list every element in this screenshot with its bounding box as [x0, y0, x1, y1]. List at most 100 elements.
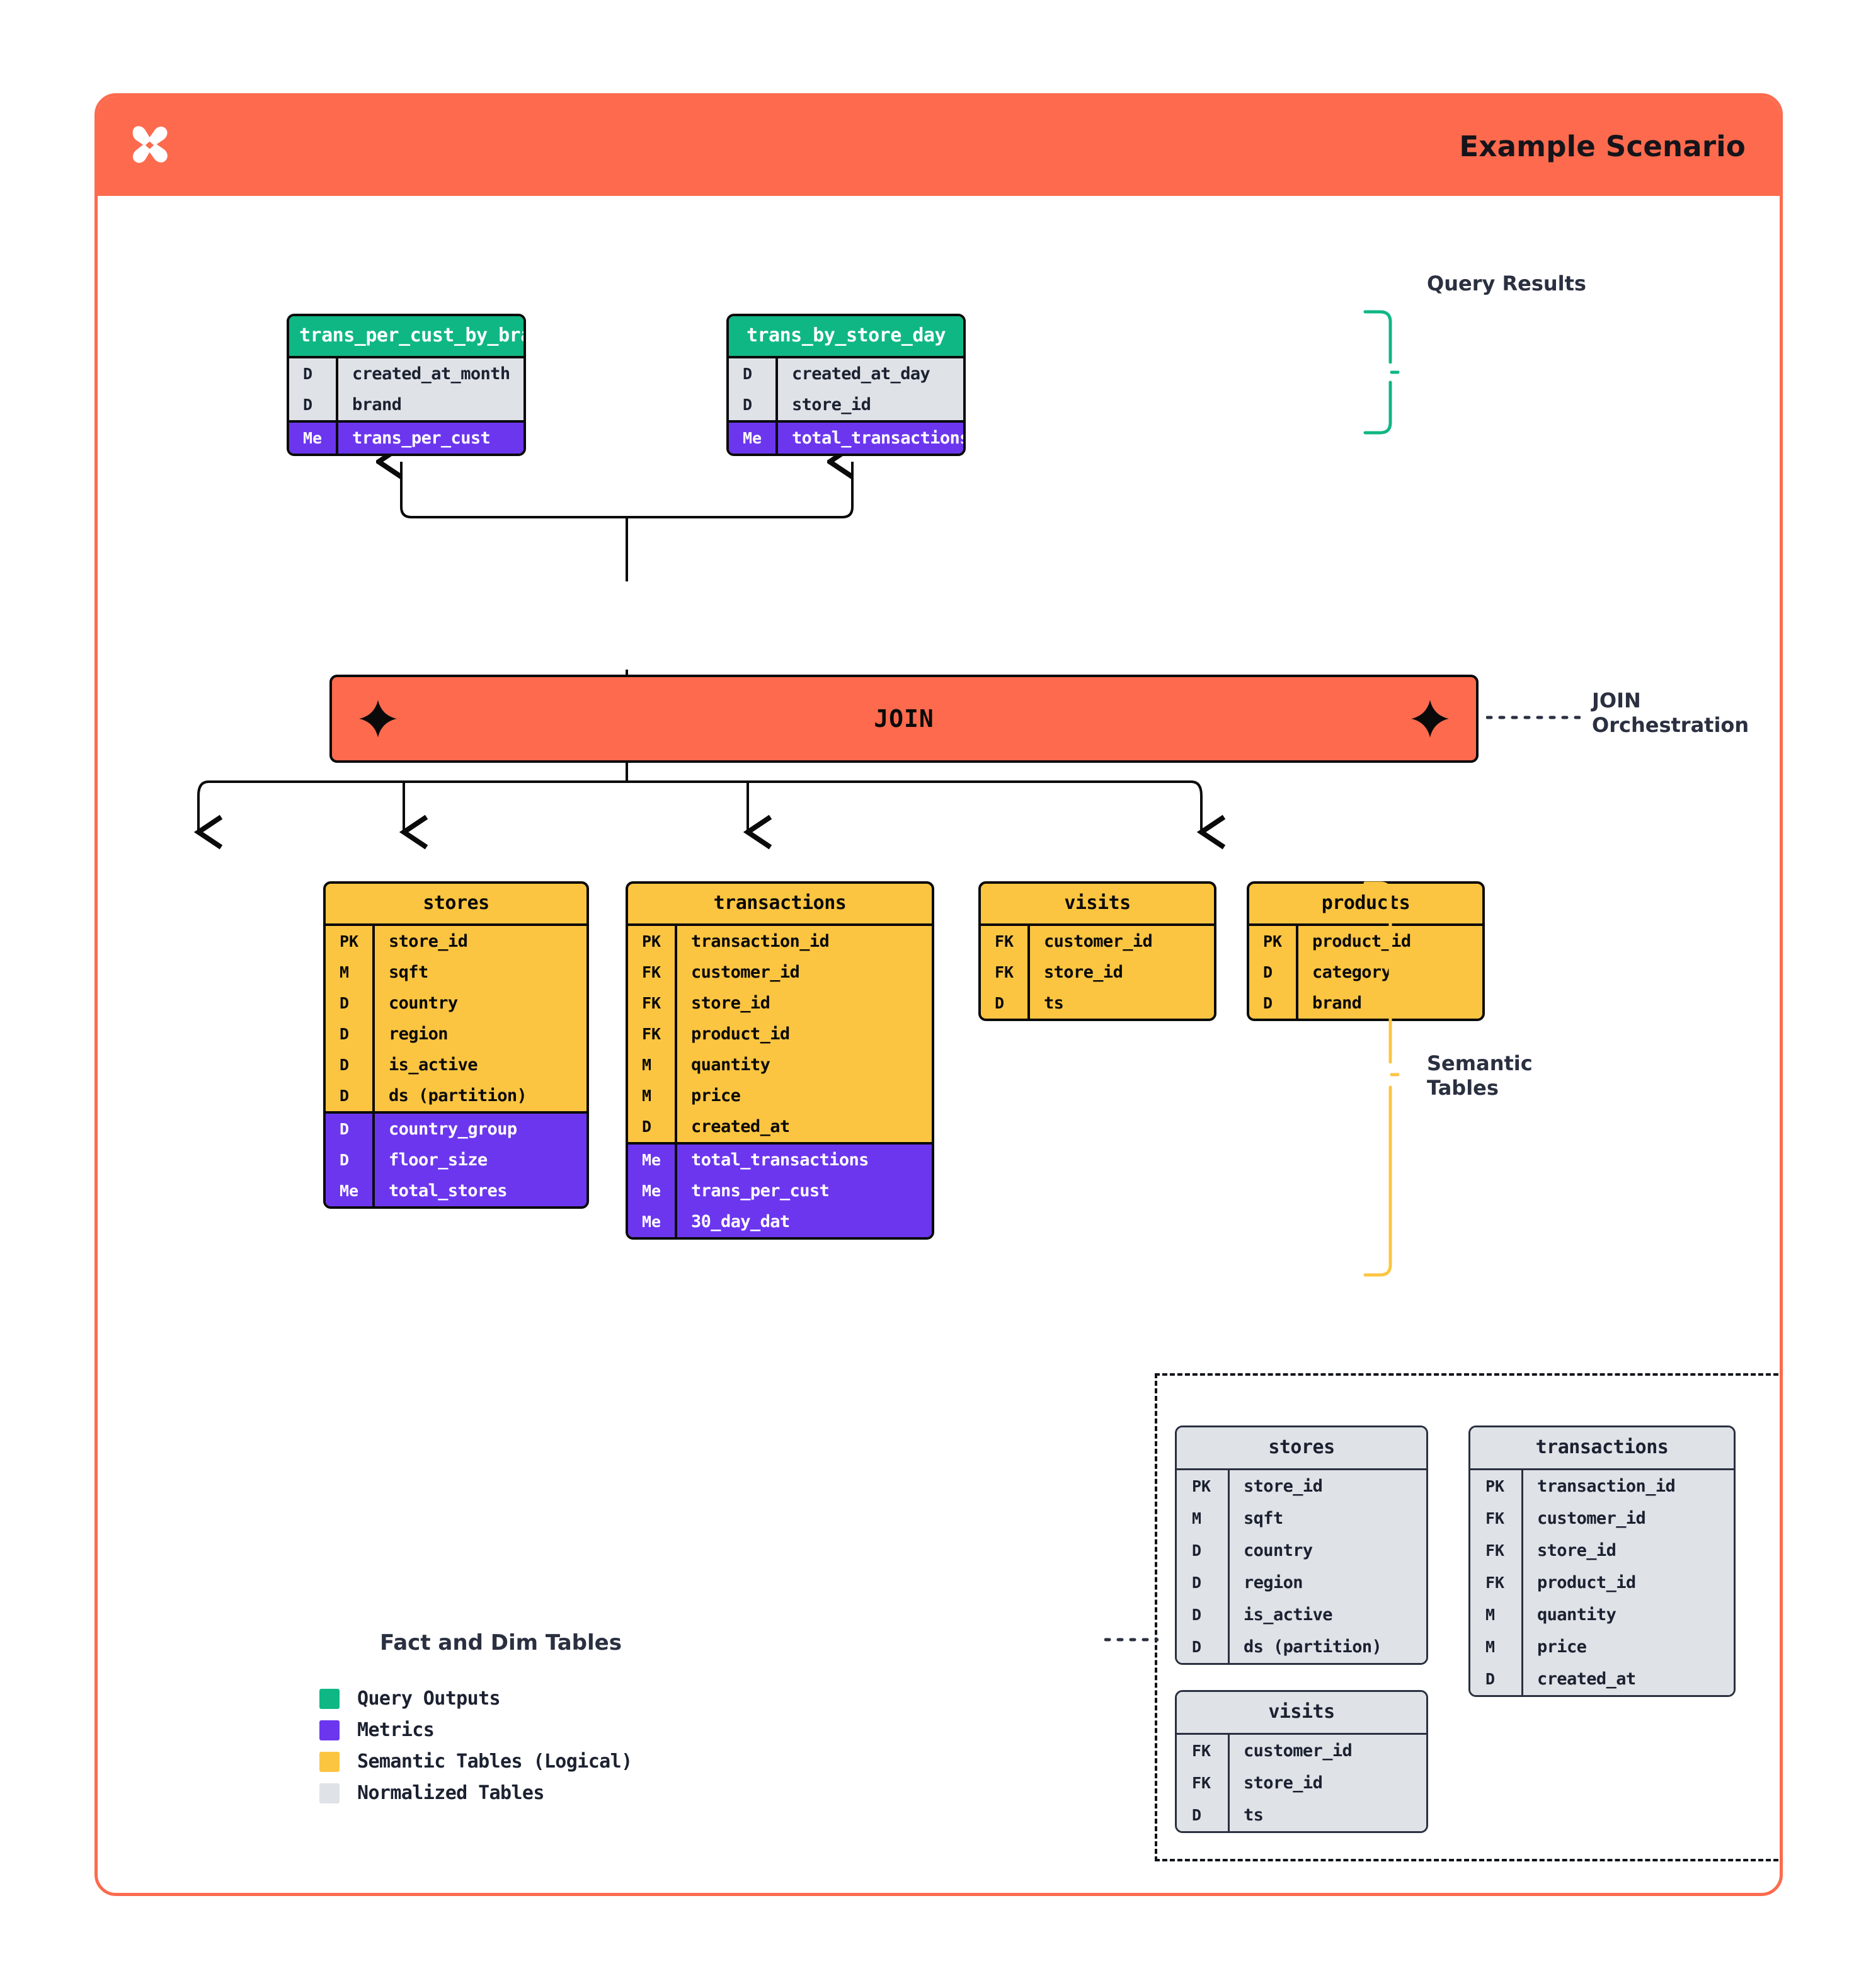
row-key: M: [1177, 1502, 1230, 1534]
row-key: PK: [628, 926, 677, 957]
row-field: ts: [1044, 993, 1064, 1013]
row-key: D: [1177, 1799, 1230, 1831]
table-title: trans_per_cust_by_brand_month: [289, 316, 524, 356]
row-key: FK: [628, 957, 677, 988]
row-field: sqft: [389, 963, 428, 982]
query-result-table-trans-by-store-day[interactable]: trans_by_store_day D created_at_day D st…: [726, 314, 966, 456]
row-field: 30_day_dat: [691, 1212, 790, 1231]
legend-swatch-normalized-tables: [319, 1783, 340, 1803]
row-field: store_id: [1244, 1773, 1323, 1793]
row-key: M: [1470, 1631, 1523, 1663]
row-field: store_id: [792, 395, 871, 414]
legend-label: Normalized Tables: [357, 1782, 544, 1804]
fact-dim-group-box: [1155, 1373, 1780, 1861]
row-field: store_id: [389, 932, 468, 951]
row-field: trans_per_cust: [691, 1181, 830, 1201]
four-point-star-icon: [358, 699, 398, 738]
legend-item: Semantic Tables (Logical): [319, 1751, 632, 1773]
table-title: transactions: [713, 892, 847, 914]
legend-item: Metrics: [319, 1719, 632, 1741]
dimension-section: D created_at_day D store_id: [729, 356, 963, 420]
row-key: Me: [628, 1206, 677, 1237]
table-row: D store_id: [729, 389, 963, 420]
row-key: PK: [1177, 1470, 1230, 1502]
row-field: country: [389, 993, 458, 1013]
legend-swatch-query-outputs: [319, 1688, 340, 1709]
query-result-table-trans-per-cust-by-brand-month[interactable]: trans_per_cust_by_brand_month D created_…: [287, 314, 526, 456]
row-key: FK: [981, 926, 1030, 957]
legend-item: Query Outputs: [319, 1688, 632, 1710]
row-field: category: [1312, 963, 1392, 982]
row-field: store_id: [1537, 1541, 1616, 1560]
table-row: PK product_id: [1249, 926, 1482, 957]
legend-swatch-metrics: [319, 1720, 340, 1740]
row-field: is_active: [1244, 1605, 1333, 1625]
dimension-section: D created_at_month D brand: [289, 356, 524, 420]
query-results-bracket: [1363, 310, 1405, 435]
semantic-tables-annotation: Semantic Tables: [1427, 1051, 1533, 1100]
row-field: ds (partition): [389, 1086, 527, 1105]
row-key: D: [1470, 1663, 1523, 1695]
legend-item: Normalized Tables: [319, 1782, 632, 1804]
row-field: region: [389, 1024, 449, 1044]
row-field: total_transactions: [691, 1150, 869, 1170]
legend-label: Semantic Tables (Logical): [357, 1751, 632, 1773]
table-row: Me 30_day_dat: [628, 1206, 932, 1237]
semantic-table-transactions[interactable]: transactions PK transaction_id FK customer…: [626, 881, 934, 1240]
row-key: PK: [1249, 926, 1298, 957]
row-key: FK: [628, 1019, 677, 1049]
table-row: D brand: [289, 389, 524, 420]
table-title: stores: [1177, 1427, 1426, 1468]
row-key: FK: [1470, 1502, 1523, 1534]
row-key: D: [981, 988, 1030, 1019]
row-field: sqft: [1244, 1509, 1283, 1528]
join-orchestration-bar[interactable]: JOIN: [329, 675, 1479, 763]
join-orchestration-annotation: JOIN Orchestration: [1592, 688, 1749, 738]
row-field: is_active: [389, 1055, 478, 1075]
row-key: D: [289, 389, 338, 420]
row-field: transaction_id: [691, 932, 830, 951]
row-key: M: [628, 1080, 677, 1111]
row-field: customer_id: [691, 963, 800, 982]
row-field: product_id: [1312, 932, 1411, 951]
row-key: D: [326, 1019, 375, 1049]
row-key: D: [628, 1111, 677, 1142]
row-key: Me: [289, 423, 338, 454]
join-annotation-line1: JOIN: [1592, 688, 1641, 712]
join-label: JOIN: [874, 705, 934, 733]
card-header: Example Scenario: [98, 96, 1780, 196]
table-row: Me trans_per_cust: [289, 423, 524, 454]
row-key: Me: [729, 423, 778, 454]
semantic-annotation-line2: Tables: [1427, 1076, 1499, 1100]
fact-dim-annotation: Fact and Dim Tables: [380, 1630, 622, 1655]
row-field: ts: [1244, 1805, 1264, 1825]
table-title: stores: [423, 892, 489, 914]
